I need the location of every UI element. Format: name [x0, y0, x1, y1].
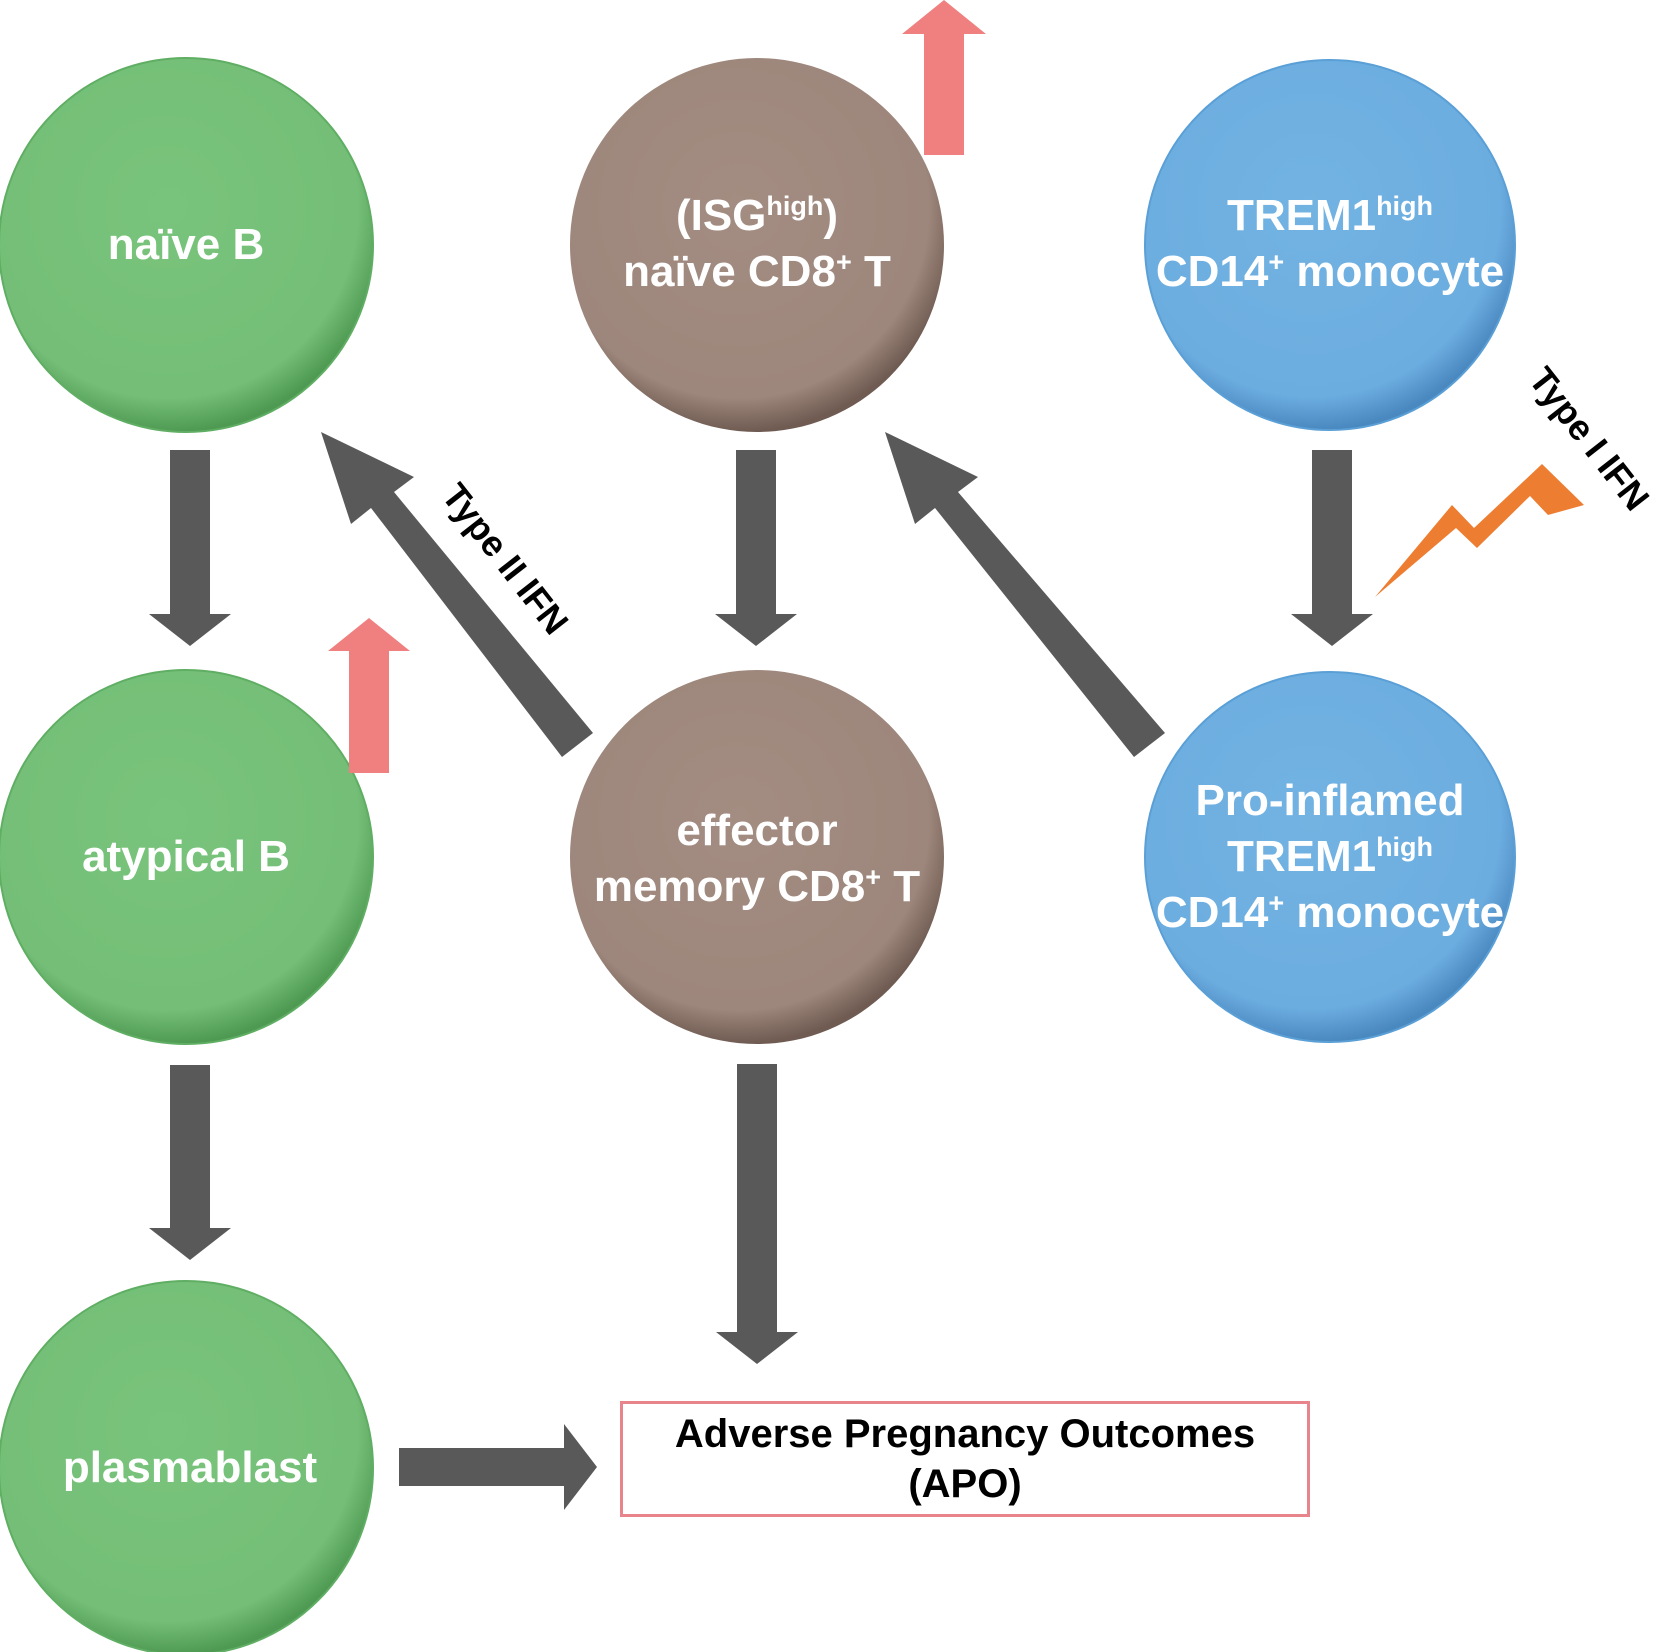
adverse-pregnancy-outcomes-box: Adverse Pregnancy Outcomes (APO) [620, 1401, 1310, 1517]
apo-line2: (APO) [908, 1462, 1022, 1506]
arrow-effector-to-apo [716, 1064, 798, 1364]
arrow-naive-to-atypical [149, 450, 231, 646]
effector-memory-cd8-circle [570, 670, 944, 1044]
increase-arrow-atypical [328, 618, 410, 773]
arrow-effector-to-naive-b [321, 432, 593, 757]
arrow-proinflamed-to-isg [885, 432, 1165, 757]
lightning-icon [1375, 464, 1584, 597]
naive-b-circle [0, 57, 374, 433]
atypical-b-circle [0, 669, 374, 1045]
apo-line1: Adverse Pregnancy Outcomes [674, 1412, 1256, 1456]
trem1-monocyte-circle [1144, 59, 1516, 431]
plasmablast-circle [0, 1280, 374, 1652]
arrow-trem1-to-proinflamed [1291, 450, 1373, 646]
increase-arrow-isg [902, 0, 986, 155]
arrow-atypical-to-plasmablast [149, 1065, 231, 1260]
arrow-isg-to-effector [715, 450, 797, 646]
arrow-plasmablast-to-apo [399, 1424, 597, 1510]
isg-naive-cd8-circle [570, 58, 944, 432]
proinflamed-monocyte-circle [1144, 671, 1516, 1043]
